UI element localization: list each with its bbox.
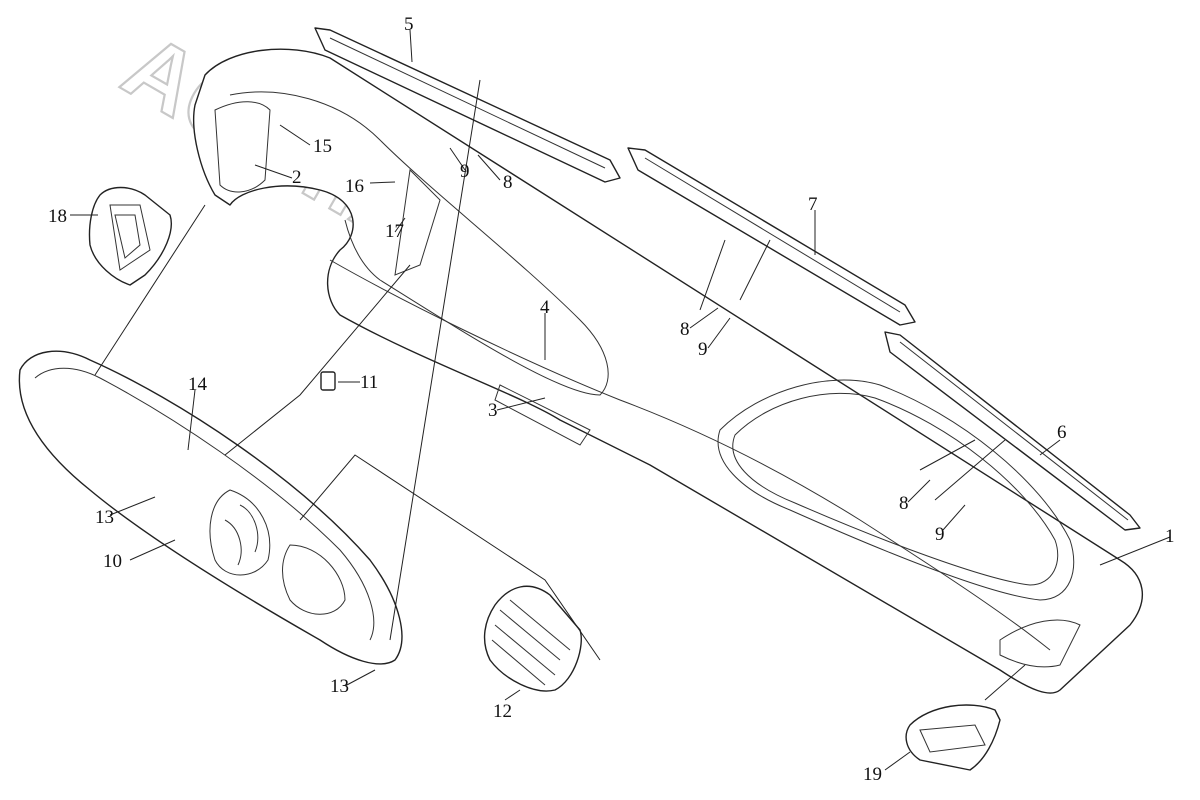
callout-1: 1 (1165, 526, 1175, 547)
callout-15: 15 (313, 136, 332, 157)
callout-4: 4 (540, 297, 550, 318)
trim-strip-7 (627, 147, 916, 326)
dashboard-main-panel (193, 48, 1144, 694)
callout-9-right: 9 (935, 524, 945, 545)
callout-3: 3 (488, 400, 498, 421)
callout-7: 7 (808, 194, 818, 215)
callout-8-mid: 8 (680, 319, 690, 340)
callout-13-upper: 13 (95, 507, 114, 528)
callout-10: 10 (103, 551, 122, 572)
callout-19: 19 (863, 764, 882, 785)
center-vent-12 (483, 585, 582, 692)
callout-16: 16 (345, 176, 364, 197)
clip-11 (320, 371, 336, 391)
leader-lines (70, 29, 1171, 771)
trim-strip-5 (314, 27, 621, 183)
callout-11: 11 (360, 372, 378, 393)
callout-9-top: 9 (460, 161, 470, 182)
callout-8-top: 8 (503, 172, 513, 193)
callout-14: 14 (188, 374, 208, 395)
callout-12: 12 (493, 701, 512, 722)
callout-17: 17 (385, 221, 404, 242)
callout-18: 18 (48, 206, 67, 227)
callout-9-mid: 9 (698, 339, 708, 360)
instrument-bezel (18, 350, 403, 665)
callout-6: 6 (1057, 422, 1067, 443)
trim-strip-6 (884, 331, 1141, 531)
side-vent-19 (905, 704, 1001, 771)
callout-labels: 1 2 3 4 5 6 7 8 8 8 9 9 9 10 11 12 13 13… (48, 14, 1175, 785)
callout-2: 2 (292, 167, 302, 188)
callout-8-right: 8 (899, 493, 909, 514)
callout-5: 5 (404, 14, 414, 35)
callout-13-lower: 13 (330, 676, 349, 697)
side-vent-18 (88, 186, 172, 286)
